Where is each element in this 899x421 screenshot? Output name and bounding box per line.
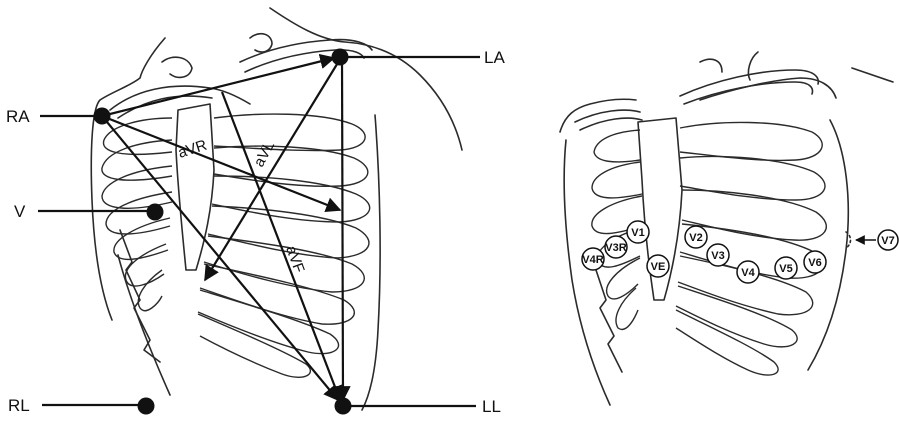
v-electrode xyxy=(147,204,164,221)
svg-text:V4R: V4R xyxy=(582,254,603,266)
la-electrode xyxy=(332,49,349,66)
rl-label: RL xyxy=(8,396,30,415)
position-v7: V7 xyxy=(856,230,898,250)
la-label: LA xyxy=(484,48,505,67)
position-v3: V3 xyxy=(707,244,729,266)
position-v4: V4 xyxy=(737,261,759,283)
svg-text:V1: V1 xyxy=(631,227,644,239)
svg-text:V3R: V3R xyxy=(605,242,626,254)
ll-label: LL xyxy=(482,397,501,416)
position-v4r: V4R xyxy=(582,248,604,270)
avl-label: aVL xyxy=(251,138,279,170)
ll-electrode xyxy=(335,398,352,415)
svg-text:VE: VE xyxy=(651,261,666,273)
avr-label: aVR xyxy=(176,137,209,162)
ra-electrode xyxy=(94,108,111,125)
svg-text:V5: V5 xyxy=(779,263,792,275)
position-ve: VE xyxy=(647,255,669,277)
position-v1: V1 xyxy=(627,221,649,243)
position-v3r: V3R xyxy=(605,236,627,258)
chest-electrode-positions: V1 V2 V3 V4 V5 V6 V7 V3R xyxy=(582,221,898,283)
avf-label: aVF xyxy=(282,244,307,276)
position-v6: V6 xyxy=(804,251,826,273)
rl-electrode xyxy=(138,398,155,415)
chest-lead-torso xyxy=(560,52,893,405)
ra-label: RA xyxy=(6,107,30,126)
limb-electrodes: RA LA V RL LL xyxy=(6,48,505,416)
svg-text:V2: V2 xyxy=(689,232,702,244)
svg-text:V3: V3 xyxy=(711,250,724,262)
v-label: V xyxy=(14,202,26,221)
svg-text:V7: V7 xyxy=(881,235,894,247)
position-v2: V2 xyxy=(685,226,707,248)
svg-text:V6: V6 xyxy=(808,257,821,269)
limb-lead-torso xyxy=(91,8,462,410)
svg-text:V4: V4 xyxy=(741,267,755,279)
position-v5: V5 xyxy=(775,257,797,279)
